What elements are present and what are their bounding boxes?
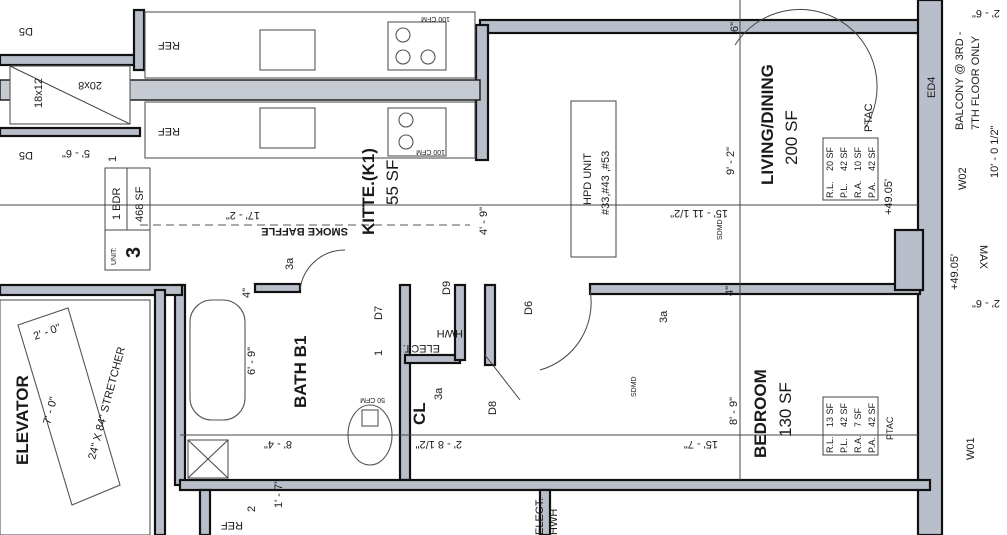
bath-fixtures — [187, 299, 393, 479]
ref-label-3: REF — [221, 519, 243, 531]
cfm-label-3: 50 CFM — [360, 396, 385, 403]
bath-label: BATH B1 — [291, 336, 310, 408]
bedroom-area-table: R.L. 13 SF P.L. 42 SF R.A. 7 SF P.A. 42 … — [822, 396, 879, 456]
dim-wall-6: 6" — [729, 22, 741, 32]
bedroom-area: 130 SF — [776, 382, 795, 437]
unit-tag: 1 BDR 468 SF UNIT: 3 — [104, 167, 151, 271]
table-cell: 13 SF — [825, 402, 835, 427]
elect-label-bottom: ELECT. — [534, 498, 546, 535]
living-dining-area: 200 SF — [782, 110, 801, 165]
tag-1-b: 1 — [373, 350, 385, 356]
elevator-label: ELEVATOR — [13, 375, 32, 465]
sdmd-label-1: SDMD — [717, 219, 724, 240]
tag-d7: D7 — [373, 306, 385, 320]
kitchen-fixtures — [9, 11, 476, 226]
balcony-dim: 10' - 0 1/2" — [989, 125, 1001, 178]
table-cell: P.L. — [839, 183, 849, 198]
elevation-2: +49.05' — [949, 254, 961, 290]
table-cell: 42 SF — [839, 402, 849, 427]
ref-label-2: REF — [158, 125, 180, 137]
table-cell: P.L. — [839, 438, 849, 453]
max-label: MAX — [977, 245, 989, 270]
tag-d5-bottom: D5 — [19, 149, 33, 161]
bedroom-label: BEDROOM — [751, 369, 770, 458]
table-cell: R.L. — [825, 436, 835, 453]
tag-d5-top: D5 — [19, 25, 33, 37]
dim-corridor: 5' - 6" — [62, 147, 90, 159]
unit-bedrooms: 1 BDR — [111, 188, 123, 220]
dim-wall-4b: 4" — [241, 288, 253, 298]
cfm-label-2: 100 CFM — [416, 148, 445, 155]
tag-d9: D9 — [441, 281, 453, 295]
unit-area: 468 SF — [134, 186, 146, 222]
shaft-label-1: 18x12 — [33, 78, 45, 108]
shaft-label-2: 20x8 — [78, 79, 102, 91]
table-cell: 7 SF — [853, 407, 863, 427]
elevation-1: +49.05' — [883, 179, 895, 215]
kitchen-label: KITTE.(K1) — [359, 148, 378, 235]
tag-ed4: ED4 — [926, 77, 938, 98]
living-dining-label: LIVING/DINING — [758, 64, 777, 185]
hpd-line1: HPD UNIT — [582, 153, 594, 205]
dim-bath-vanity: 8' - 4" — [264, 438, 292, 450]
table-cell: 42 SF — [839, 146, 849, 171]
dim-bottom: 1' - 7" — [273, 480, 285, 508]
table-cell: P.A. — [867, 437, 877, 453]
dim-edge-top: 2' - 6" — [972, 7, 1000, 19]
table-cell: R.A. — [853, 435, 863, 453]
dim-wall-4a: 4" — [724, 286, 736, 296]
tag-3a-1: 3a — [284, 257, 296, 270]
ref-label-1: REF — [158, 39, 180, 51]
dim-bath-width: 6' - 9" — [246, 347, 258, 375]
tag-1-a: 1 — [107, 156, 119, 162]
smoke-baffle-label: SMOKE BAFFLE — [261, 225, 348, 237]
tag-3a-2: 3a — [658, 310, 670, 323]
elevator-shaft — [0, 299, 151, 535]
hwh-label: HWH — [437, 327, 463, 339]
sdmd-label-2: SDMD — [631, 376, 638, 397]
door-swings — [299, 8, 878, 401]
hpd-unit-box: HPD UNIT #33,#43 ,#53 — [570, 100, 617, 258]
door-window-tags: D5 D5 D6 D7 D8 D9 ED4 W02 W01 3a 3a 3a 2… — [19, 25, 977, 512]
tag-d8: D8 — [487, 401, 499, 415]
dim-bedroom-length: 15' - 7" — [684, 438, 718, 450]
tag-d6: D6 — [523, 301, 535, 315]
ptac-overlap-label: PTAC — [885, 416, 895, 440]
balcony-note-line1: BALCONY @ 3RD - — [954, 31, 966, 130]
dim-kitchen-width: 4' - 9" — [478, 207, 490, 235]
tag-3a-3: 3a — [433, 387, 445, 400]
elect-label: ELECT. — [403, 342, 440, 354]
dim-living-width: 9' - 2" — [725, 147, 737, 175]
living-area-table: R.L. 20 SF P.L. 42 SF R.A. 10 SF P.A. 42… — [822, 137, 879, 201]
dim-kitchen-length: 17' - 2" — [226, 209, 260, 221]
dim-bedroom-width: 8' - 9" — [728, 397, 740, 425]
hwh-label-bottom: HWH — [548, 509, 560, 535]
tag-w02: W02 — [957, 167, 969, 190]
dim-edge-mid: 2' - 6" — [972, 297, 1000, 309]
dim-living-length: 15' - 11 1/2" — [670, 207, 728, 219]
table-cell: P.A. — [867, 182, 877, 198]
unit-label: UNIT: — [111, 247, 118, 265]
table-cell: 20 SF — [825, 146, 835, 171]
table-cell: R.A. — [853, 180, 863, 198]
closet-label: CL — [410, 402, 429, 425]
tag-w01: W01 — [965, 437, 977, 460]
table-cell: 42 SF — [867, 146, 877, 171]
table-cell: R.L. — [825, 181, 835, 198]
cfm-label-1: 100 CFM — [421, 15, 450, 22]
ptac-label: PTAC — [863, 103, 875, 132]
dimension-lines — [0, 0, 918, 480]
kitchen-area: 55 SF — [383, 160, 402, 205]
tag-2: 2 — [246, 506, 258, 512]
table-cell: 10 SF — [853, 146, 863, 171]
unit-number: 3 — [123, 247, 145, 258]
hpd-line2: #33,#43 ,#53 — [600, 151, 612, 215]
table-cell: 42 SF — [867, 402, 877, 427]
balcony-note-line2: 7TH FLOOR ONLY — [970, 35, 982, 130]
dim-closet-width: 2' - 8 1/2" — [416, 438, 462, 450]
